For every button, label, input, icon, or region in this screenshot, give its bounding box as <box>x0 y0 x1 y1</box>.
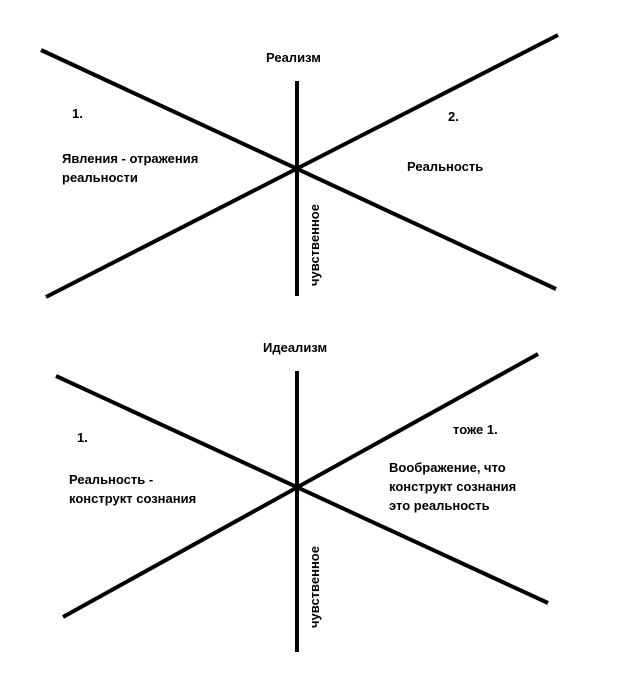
realism-q1-number: 1. <box>72 106 83 121</box>
idealism-q2-line-3: это реальность <box>389 498 490 513</box>
idealism-q1-line-2: конструкт сознания <box>69 491 197 506</box>
realism-q1-line-2: реальности <box>62 170 138 185</box>
idealism-diagonal-descending <box>55 374 549 605</box>
realism-title: Реализм <box>266 50 321 65</box>
realism-q1-text: Явления - отражения реальности <box>62 149 198 187</box>
realism-q2-number: 2. <box>448 109 459 124</box>
idealism-q2-number: тоже 1. <box>453 422 498 437</box>
realism-diagonal-ascending <box>45 33 559 299</box>
idealism-axis-label: чувственное <box>307 546 322 628</box>
idealism-q2-line-2: конструкт сознания <box>389 479 517 494</box>
idealism-q2-line-1: Воображение, что <box>389 460 506 475</box>
idealism-title: Идеализм <box>263 340 328 355</box>
idealism-q2-text: Воображение, что конструкт сознания это … <box>389 458 516 515</box>
realism-q1-line-1: Явления - отражения <box>62 151 199 166</box>
idealism-diagonal-ascending <box>62 352 539 619</box>
idealism-q1-text: Реальность - конструкт сознания <box>69 470 196 508</box>
idealism-q1-number: 1. <box>77 430 88 445</box>
realism-axis-label: чувственное <box>307 204 322 286</box>
idealism-q1-line-1: Реальность - <box>69 472 154 487</box>
realism-q2-text: Реальность <box>407 159 484 174</box>
